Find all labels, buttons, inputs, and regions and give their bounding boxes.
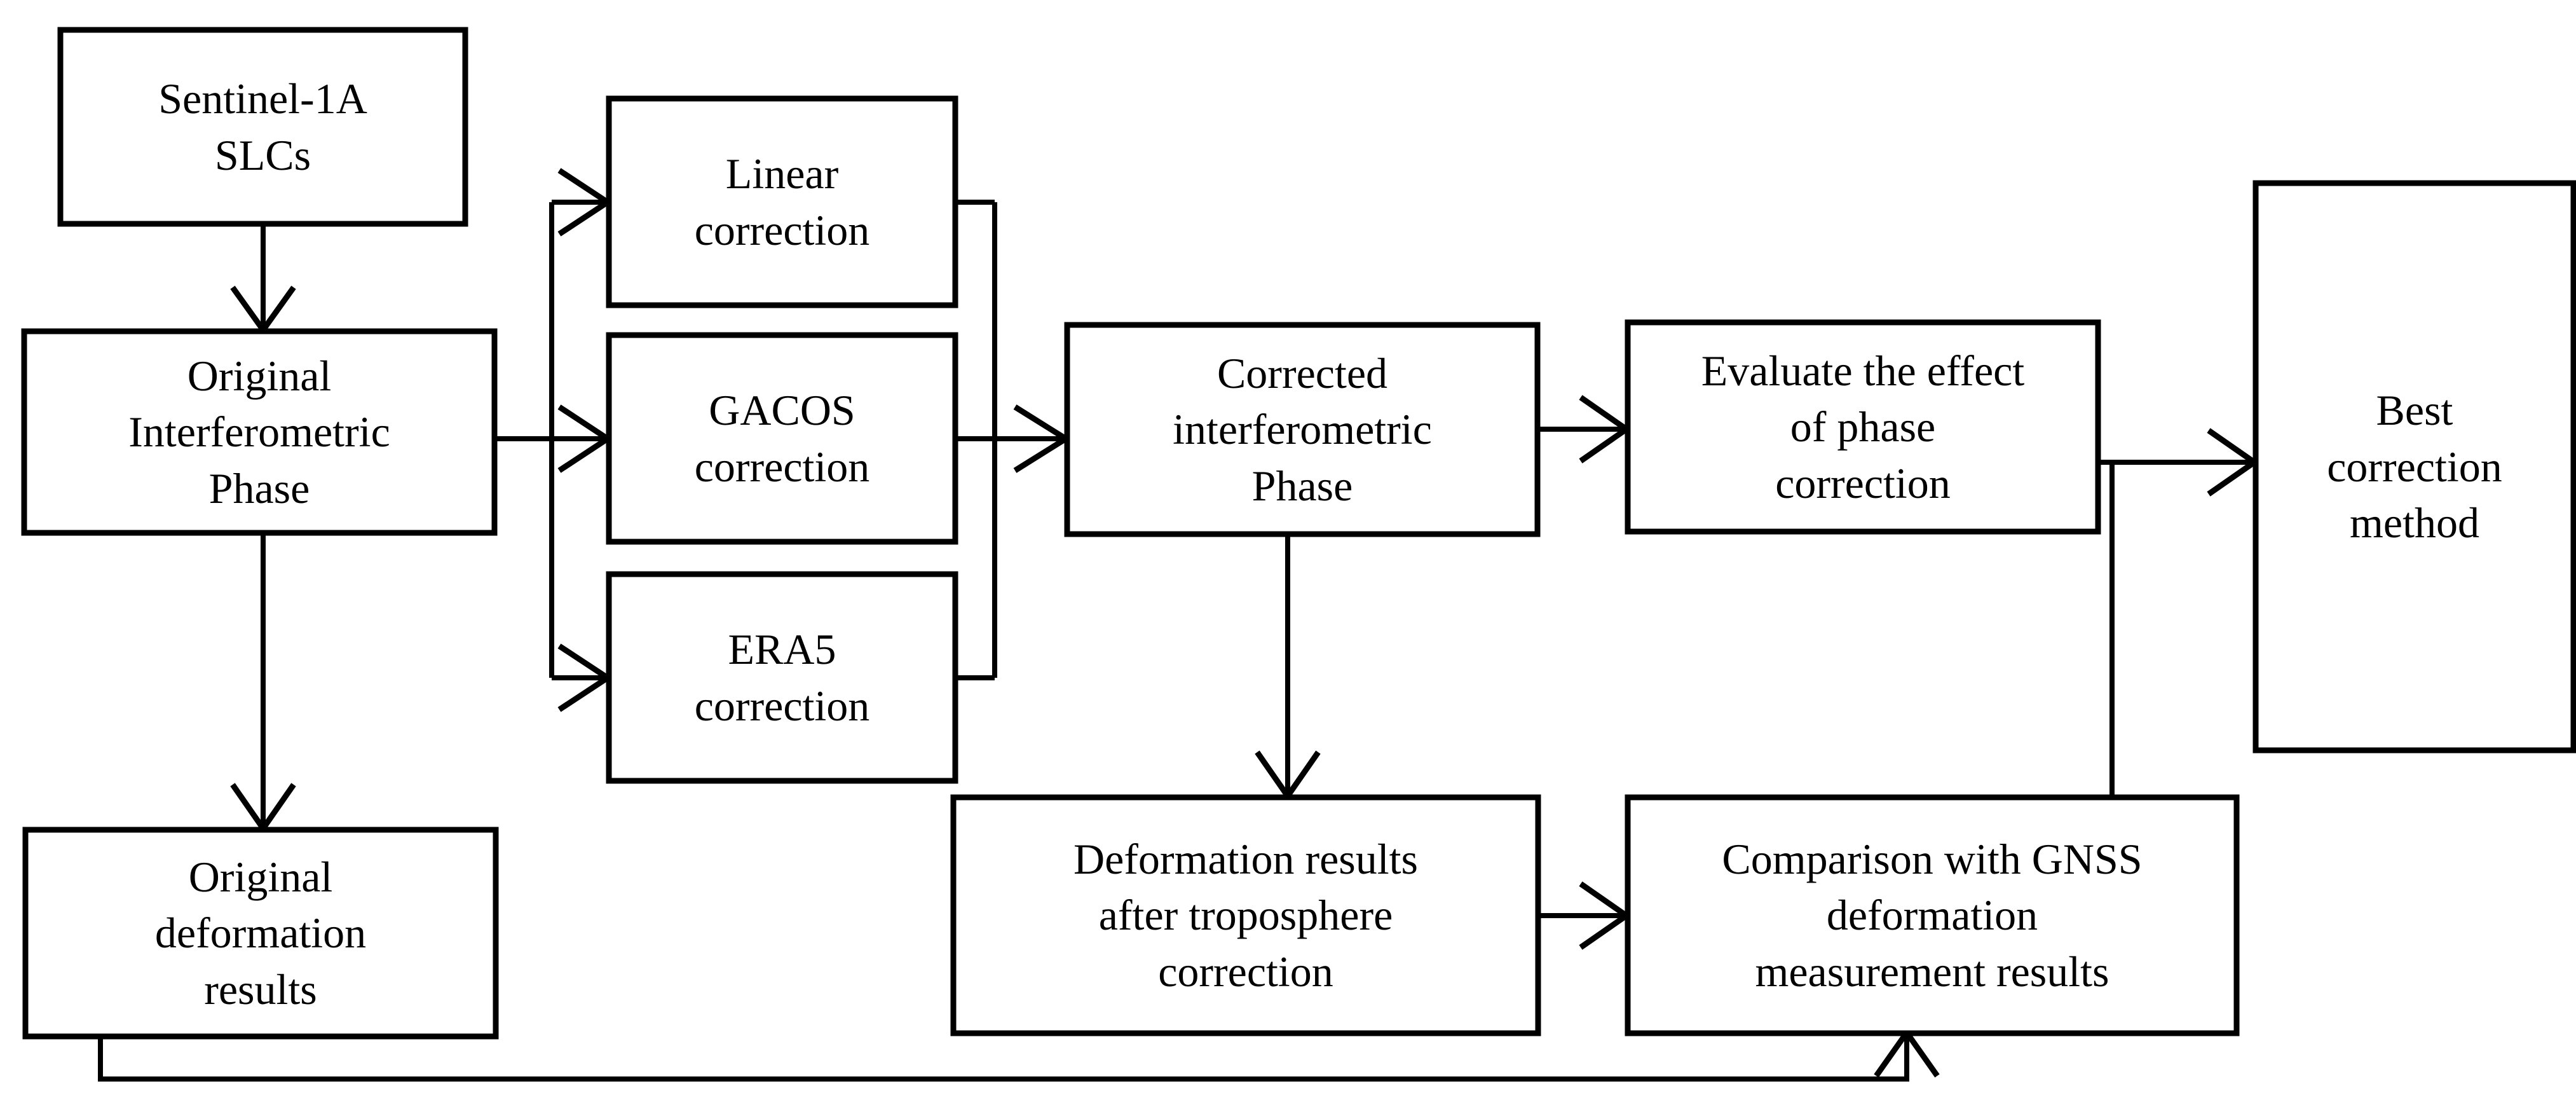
gacos-correction-box[interactable] — [606, 332, 958, 545]
edge-original-phase-to-original-deformation — [230, 533, 296, 834]
edge-corrected-phase-to-deformation-after — [1255, 534, 1321, 801]
era5-correction-box[interactable] — [606, 571, 958, 784]
original-interferometric-phase-box[interactable] — [21, 328, 498, 536]
original-deformation-results-box[interactable] — [22, 827, 499, 1040]
corrected-interferometric-phase-box[interactable] — [1064, 322, 1541, 537]
edge-original-phase-to-corrections-fanout — [494, 168, 613, 712]
edge-evaluate-and-comparison-to-best-method — [2098, 428, 2259, 797]
deformation-results-after-troposphere-box[interactable] — [950, 794, 1541, 1036]
edge-sentinel-to-original-phase — [230, 224, 296, 335]
edge-original-deformation-to-comparison — [98, 1028, 1940, 1082]
edge-corrected-phase-to-evaluate — [1537, 395, 1632, 464]
sentinel-1a-slcs-box[interactable] — [57, 27, 468, 227]
edge-corrections-to-corrected-phase — [955, 200, 1072, 680]
comparison-with-gnss-box[interactable] — [1625, 794, 2240, 1036]
linear-correction-box[interactable] — [606, 95, 958, 308]
edge-deformation-after-to-comparison — [1538, 881, 1632, 950]
best-correction-method-box[interactable] — [2252, 180, 2576, 753]
evaluate-phase-correction-box[interactable] — [1625, 319, 2101, 535]
